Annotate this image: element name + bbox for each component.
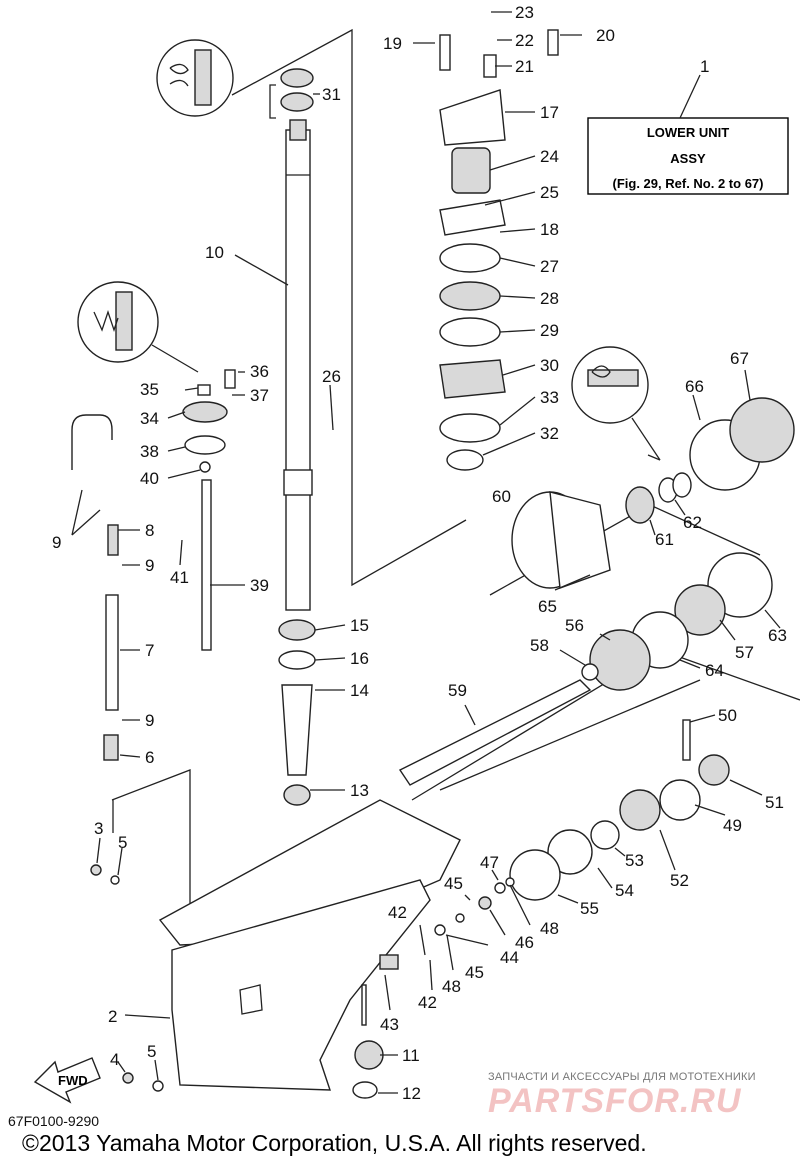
part-label-9b: 9 (145, 556, 154, 575)
part-label-67: 67 (730, 349, 749, 368)
part-label-37: 37 (250, 386, 269, 405)
part-label-64: 64 (705, 661, 724, 680)
part-label-57: 57 (735, 643, 754, 662)
part-label-44: 44 (500, 948, 519, 967)
shift-rod-parts (182, 369, 236, 651)
part-label-50: 50 (718, 706, 737, 725)
part-label-42a: 42 (388, 903, 407, 922)
part-label-3: 3 (94, 819, 103, 838)
part-label-7: 7 (145, 641, 154, 660)
part-label-31: 31 (322, 85, 341, 104)
part-label-61: 61 (655, 530, 674, 549)
watermark-tagline: ЗАПЧАСТИ И АКСЕССУАРЫ ДЛЯ МОТОТЕХНИКИ (488, 1071, 756, 1083)
part-label-23: 23 (515, 3, 534, 22)
part-label-28: 28 (540, 289, 559, 308)
part-label-13: 13 (350, 781, 369, 800)
part-label-17: 17 (540, 103, 559, 122)
part-label-33: 33 (540, 388, 559, 407)
part-label-43: 43 (380, 1015, 399, 1034)
assy-box-line2: ASSY (670, 151, 706, 166)
part-label-12: 12 (402, 1084, 421, 1103)
part-label-30: 30 (540, 356, 559, 375)
lubricant-callout-right (571, 346, 661, 461)
part-label-42b: 42 (418, 993, 437, 1012)
part-label-47: 47 (480, 853, 499, 872)
part-label-22: 22 (515, 31, 534, 50)
water-tube-parts (71, 414, 119, 761)
part-label-53: 53 (625, 851, 644, 870)
part-label-25: 25 (540, 183, 559, 202)
part-label-16: 16 (350, 649, 369, 668)
part-label-62: 62 (683, 513, 702, 532)
part-label-26: 26 (322, 367, 341, 386)
part-label-8: 8 (145, 521, 154, 540)
lubricant-callout-top (156, 39, 234, 117)
part-label-15: 15 (350, 616, 369, 635)
part-label-32: 32 (540, 424, 559, 443)
fwd-label: FWD (58, 1073, 88, 1088)
part-label-36: 36 (250, 362, 269, 381)
assy-box-line1: LOWER UNIT (647, 125, 729, 140)
part-label-54: 54 (615, 881, 634, 900)
part-label-2: 2 (108, 1007, 117, 1026)
fwd-arrow: FWD (33, 1057, 101, 1104)
part-label-48a: 48 (442, 977, 461, 996)
part-label-56: 56 (565, 616, 584, 635)
part-label-55: 55 (580, 899, 599, 918)
lower-unit-assy-box: LOWER UNIT ASSY (Fig. 29, Ref. No. 2 to … (587, 74, 789, 195)
part-label-1: 1 (700, 57, 709, 76)
part-label-48b: 48 (540, 919, 559, 938)
lubricant-callout-mid (77, 281, 199, 373)
part-label-39: 39 (250, 576, 269, 595)
part-label-11: 11 (402, 1046, 420, 1065)
part-label-5b: 5 (147, 1042, 156, 1061)
bearing-parts-13-16 (278, 619, 316, 806)
part-label-14: 14 (350, 681, 369, 700)
part-label-45b: 45 (465, 963, 484, 982)
part-label-60: 60 (492, 487, 511, 506)
seals-31 (280, 68, 314, 112)
part-label-24: 24 (540, 147, 559, 166)
lower-case-housing (158, 799, 461, 1091)
leader-lines (71, 11, 781, 1094)
part-label-41: 41 (170, 568, 189, 587)
part-label-34: 34 (140, 409, 159, 428)
part-label-51: 51 (765, 793, 784, 812)
part-label-38: 38 (140, 442, 159, 461)
part-label-59: 59 (448, 681, 467, 700)
part-label-4: 4 (110, 1050, 119, 1069)
part-label-19: 19 (383, 34, 402, 53)
part-label-45a: 45 (444, 874, 463, 893)
part-label-63: 63 (768, 626, 787, 645)
part-label-10: 10 (205, 243, 224, 262)
part-label-46: 46 (515, 933, 534, 952)
part-label-49: 49 (723, 816, 742, 835)
copyright-notice: ©2013 Yamaha Motor Corporation, U.S.A. A… (22, 1130, 647, 1156)
part-label-52: 52 (670, 871, 689, 890)
part-label-27: 27 (540, 257, 559, 276)
prop-shaft-gears (90, 397, 795, 1099)
part-label-20: 20 (596, 26, 615, 45)
part-label-65: 65 (538, 597, 557, 616)
part-label-40: 40 (140, 469, 159, 488)
part-label-58: 58 (530, 636, 549, 655)
part-label-18: 18 (540, 220, 559, 239)
part-label-9c: 9 (145, 711, 154, 730)
water-pump-stack (439, 29, 559, 471)
part-label-66: 66 (685, 377, 704, 396)
part-label-21: 21 (515, 57, 534, 76)
drive-shaft (283, 119, 313, 611)
diagram-code: 67F0100-9290 (8, 1113, 100, 1129)
part-label-5: 5 (118, 833, 127, 852)
watermark-brand: PARTSFOR.RU (488, 1082, 742, 1120)
assy-box-line3: (Fig. 29, Ref. No. 2 to 67) (613, 176, 764, 191)
part-label-9a: 9 (52, 533, 61, 552)
part-number-labels: 1 2 3 4 5 5 6 7 8 9 9 9 10 11 12 13 14 1… (52, 3, 787, 1103)
part-label-6: 6 (145, 748, 154, 767)
part-label-35: 35 (140, 380, 159, 399)
part-label-29: 29 (540, 321, 559, 340)
